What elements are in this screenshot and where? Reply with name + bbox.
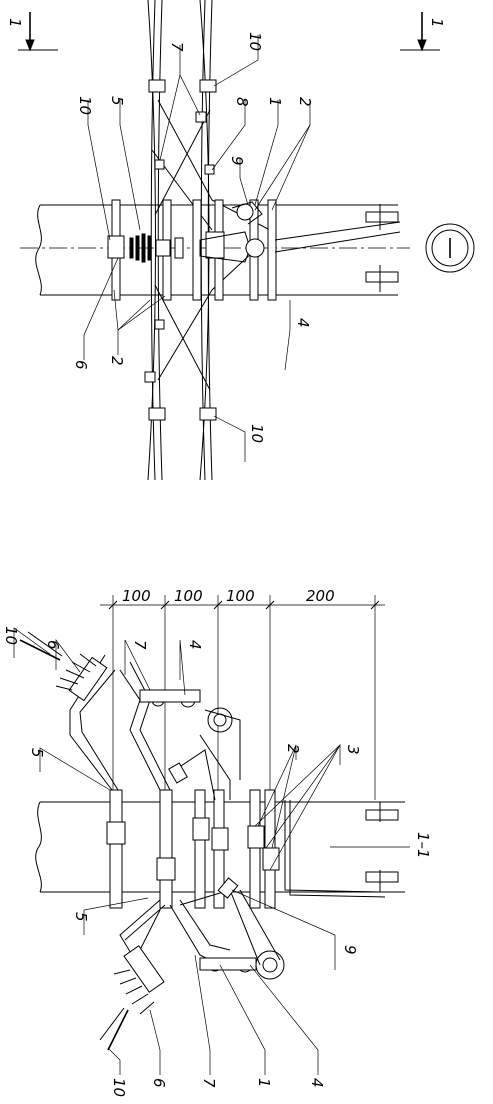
leader-2a: 2 (296, 97, 314, 107)
insulator-assembly (107, 201, 401, 263)
leader-1: 1 (266, 97, 284, 107)
leader-7: 7 (168, 42, 186, 52)
s-leader-10b: 10 (110, 1078, 128, 1097)
dim-100-b: 100 (174, 587, 203, 605)
leader-10a: 10 (76, 96, 94, 115)
s-leader-5b: 5 (72, 912, 90, 922)
section-mark-right: 1 (400, 12, 446, 52)
s-leader-2: 2 (284, 744, 302, 754)
s-leader-5a: 5 (28, 748, 46, 758)
section-leaders: 10 6 7 4 5 2 3 5 9 10 6 7 (2, 626, 362, 1097)
leader-9: 9 (228, 156, 246, 166)
s-leader-1: 1 (255, 1078, 273, 1088)
s-leader-4b: 4 (308, 1078, 326, 1088)
s-leader-10a: 10 (2, 626, 20, 645)
s-leader-4a: 4 (186, 640, 204, 650)
leader-10c: 10 (248, 424, 266, 443)
leader-4: 4 (294, 318, 312, 328)
lower-assembly (99, 877, 285, 1051)
section-title: 1–1 (414, 832, 432, 859)
top-view-leaders: 10 5 7 10 8 1 2 9 4 6 2 10 (72, 32, 314, 462)
s-leader-3: 3 (344, 745, 362, 755)
s-leader-6b: 6 (150, 1078, 168, 1088)
leader-8: 8 (233, 97, 251, 107)
phase-symbol (425, 223, 475, 273)
leader-5: 5 (108, 96, 126, 106)
leader-2b: 2 (108, 356, 126, 366)
dim-100-a: 100 (122, 587, 151, 605)
leader-10b: 10 (246, 32, 264, 51)
section-view: 100 100 100 200 (2, 587, 432, 1097)
s-leader-7a: 7 (131, 640, 149, 650)
section-mark-left-label: 1 (6, 18, 24, 28)
section-mark-right-label: 1 (428, 18, 446, 28)
dim-200: 200 (306, 587, 335, 605)
s-leader-6a: 6 (44, 640, 62, 650)
section-bands (106, 789, 280, 909)
top-view: 1 1 (6, 0, 475, 481)
upper-assembly (19, 631, 241, 801)
dim-100-c: 100 (226, 587, 255, 605)
leader-6: 6 (72, 360, 90, 370)
s-leader-7b: 7 (200, 1078, 218, 1088)
s-leader-9: 9 (341, 945, 359, 955)
section-mark-left: 1 (6, 12, 58, 52)
